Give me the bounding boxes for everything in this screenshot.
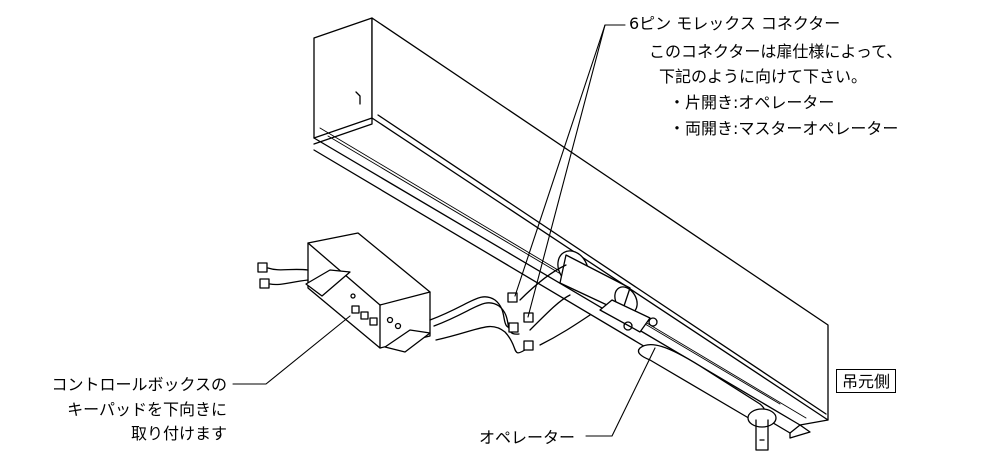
connector-note-bullet-double: ・両開き:マスターオペレーター <box>669 119 899 138</box>
connector-note-line1: このコネクターは扉仕様によって、 <box>649 42 903 61</box>
control-box <box>257 232 431 353</box>
control-box-keypad <box>351 305 402 330</box>
connector-note-bullet-single: ・片開き:オペレーター <box>669 93 835 112</box>
control-box-note-line3: 取り付けます <box>130 424 227 443</box>
leader-lines <box>232 24 656 437</box>
connector-title: 6ピン モレックス コネクター <box>629 14 841 33</box>
hinge-side-label: 吊元側 <box>836 369 897 393</box>
control-box-note-line2: キーパッドを下向きに <box>67 400 227 419</box>
operator-motor <box>557 250 777 451</box>
connector-note-line2: 下記のように向けて下さい。 <box>659 67 868 86</box>
operator-label: オペレーター <box>479 428 576 447</box>
molex-connectors <box>507 292 534 351</box>
control-box-note-line1: コントロールボックスの <box>51 375 227 394</box>
